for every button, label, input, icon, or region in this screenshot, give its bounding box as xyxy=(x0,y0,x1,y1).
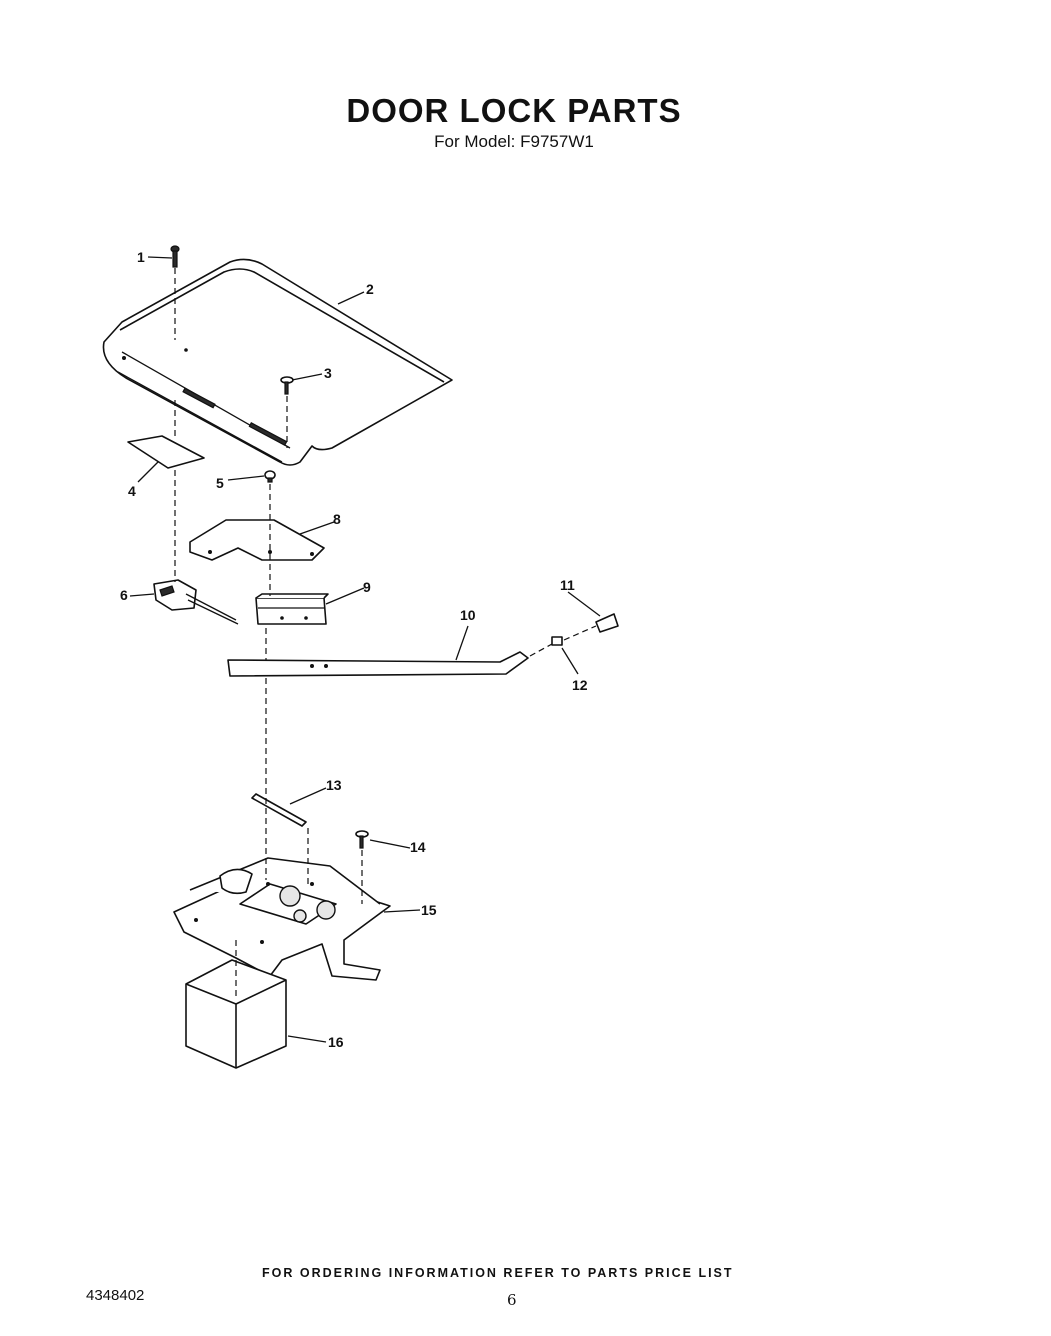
part-5-rivet xyxy=(264,470,276,483)
callout-11: 11 xyxy=(560,577,575,593)
part-8-bracket xyxy=(189,519,325,561)
leader-lines xyxy=(129,256,601,1043)
part-11-cap xyxy=(595,613,619,633)
callout-10: 10 xyxy=(460,607,476,623)
callout-6: 6 xyxy=(120,587,128,603)
page-number: 6 xyxy=(507,1291,517,1309)
callout-4: 4 xyxy=(128,483,136,499)
part-2-cover-plate xyxy=(102,258,453,466)
part-12-clip xyxy=(551,636,563,646)
callout-9: 9 xyxy=(363,579,371,595)
callout-15: 15 xyxy=(421,902,437,918)
part-6-switch xyxy=(153,579,239,625)
part-1-screw xyxy=(170,245,180,268)
page-title: DOOR LOCK PARTS xyxy=(346,92,682,129)
ordering-note: FOR ORDERING INFORMATION REFER TO PARTS … xyxy=(262,1266,734,1280)
part-9-guide xyxy=(255,593,329,625)
callout-13: 13 xyxy=(326,777,342,793)
part-13-pin xyxy=(251,793,307,827)
part-10-lock-bar xyxy=(227,651,529,677)
callout-16: 16 xyxy=(328,1034,344,1050)
callout-14: 14 xyxy=(410,839,426,855)
callout-1: 1 xyxy=(137,249,145,265)
alignment-lines xyxy=(174,268,597,1000)
callout-12: 12 xyxy=(572,677,588,693)
part-16-block xyxy=(185,959,287,1069)
callout-5: 5 xyxy=(216,475,224,491)
callout-8: 8 xyxy=(333,511,341,527)
callout-3: 3 xyxy=(324,365,332,381)
document-number: 4348402 xyxy=(86,1287,145,1304)
part-15-lock-mechanism xyxy=(173,857,391,981)
part-14-screw xyxy=(355,830,369,849)
model-subtitle: For Model: F9757W1 xyxy=(434,132,594,151)
callout-2: 2 xyxy=(366,281,374,297)
part-4-plate xyxy=(127,435,205,469)
